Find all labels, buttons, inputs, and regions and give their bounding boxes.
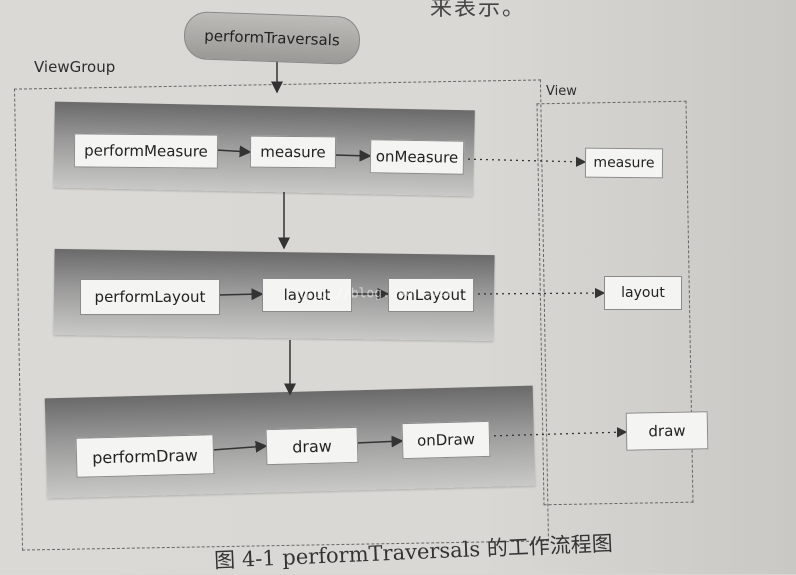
arrow-measure-to-onmeasure bbox=[333, 149, 372, 162]
arrow-ondraw-to-view-draw bbox=[487, 427, 628, 438]
arrow-performdraw-to-draw bbox=[211, 440, 268, 453]
view-label: View bbox=[546, 84, 577, 99]
arrow-draw-to-ondraw bbox=[355, 435, 404, 448]
perform-traversals-node: performTraversals bbox=[183, 10, 361, 66]
top-text-fragment: 来表示。 bbox=[430, 0, 527, 21]
layout-node: layout bbox=[262, 278, 352, 312]
view-measure-node: measure bbox=[584, 147, 664, 179]
arrow-onlayout-to-view-layout bbox=[471, 287, 606, 299]
perform-draw-node: performDraw bbox=[75, 434, 215, 478]
draw-node: draw bbox=[265, 426, 359, 466]
on-measure-node: onMeasure bbox=[369, 139, 465, 175]
arrow-performlayout-to-layout bbox=[217, 288, 264, 301]
view-layout-node: layout bbox=[604, 276, 682, 310]
view-draw-node: draw bbox=[625, 411, 709, 451]
perform-measure-node: performMeasure bbox=[73, 133, 219, 169]
arrow-onmeasure-to-view-measure bbox=[461, 156, 587, 167]
perform-layout-node: performLayout bbox=[80, 279, 220, 315]
on-layout-node: onLayout bbox=[388, 278, 474, 312]
watermark: http://blog.csdn.net/ bbox=[295, 284, 461, 303]
measure-node: measure bbox=[249, 135, 337, 169]
on-draw-node: onDraw bbox=[401, 420, 491, 460]
viewgroup-label: ViewGroup bbox=[34, 58, 116, 76]
arrow-performmeasure-to-measure bbox=[215, 145, 252, 158]
